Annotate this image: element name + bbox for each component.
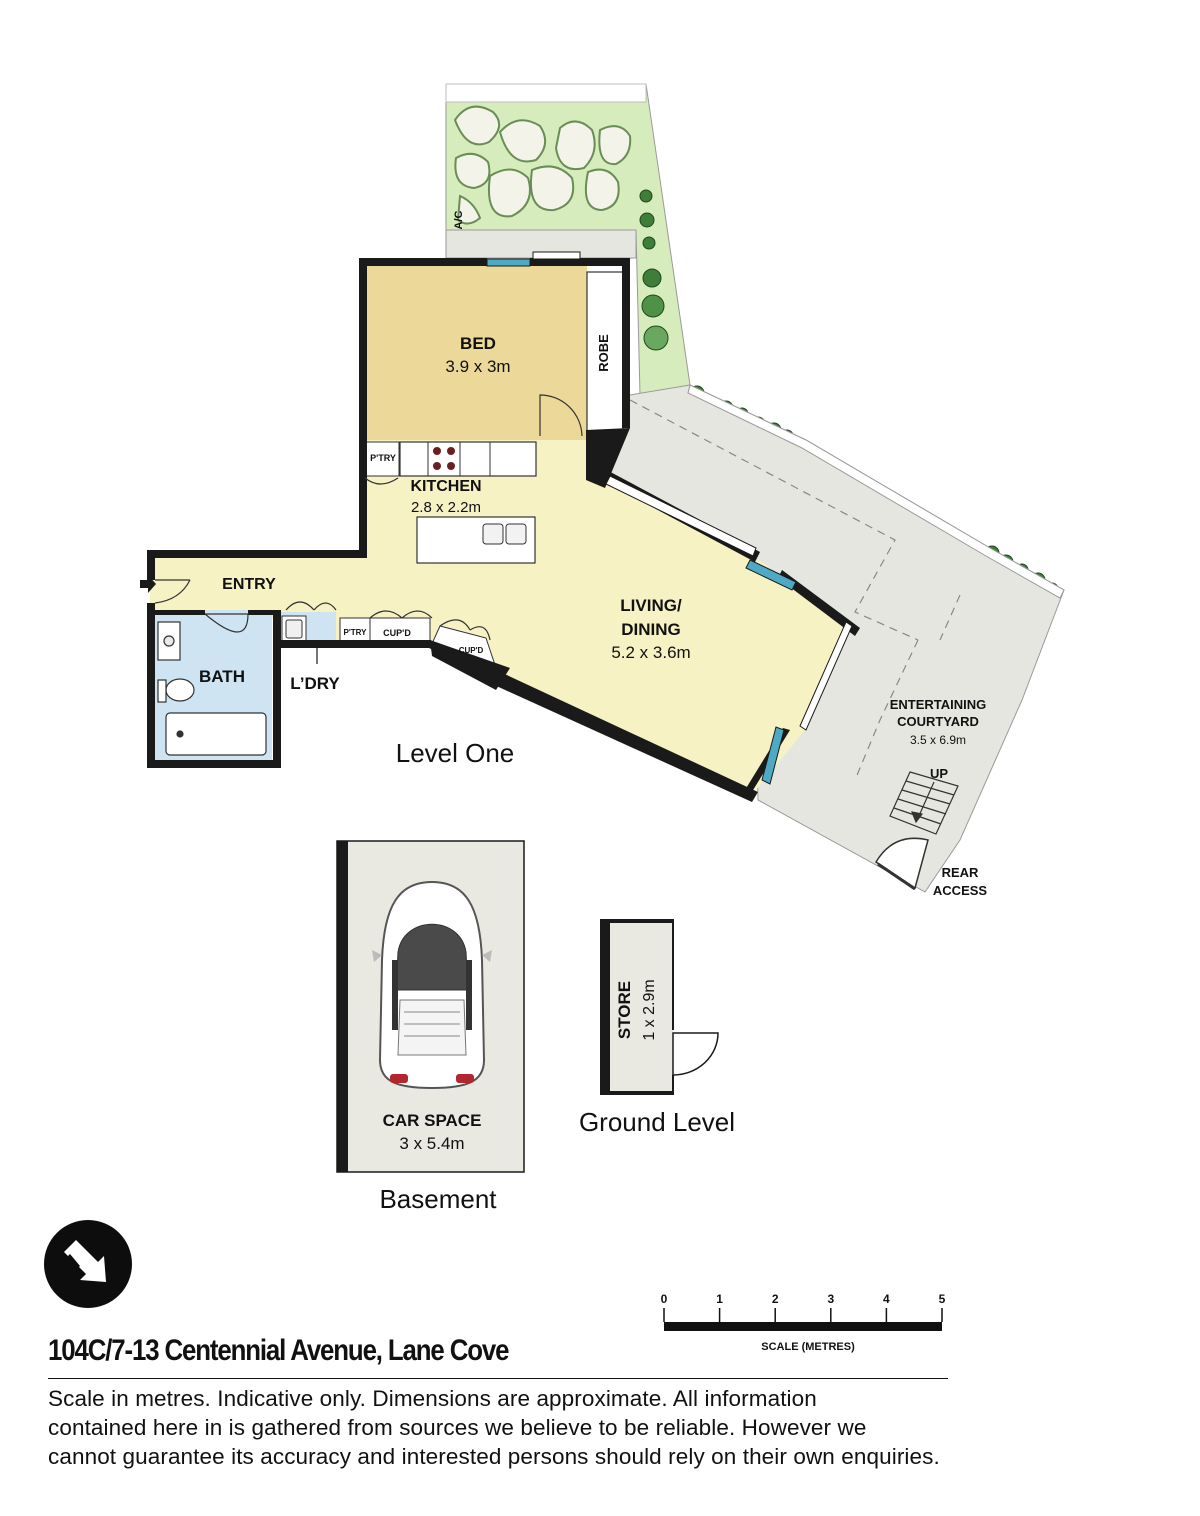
cooktop-icon bbox=[433, 447, 455, 470]
hall-pantry-label: P'TRY bbox=[344, 628, 368, 637]
basement-car-space: CAR SPACE 3 x 5.4m Basement bbox=[336, 840, 525, 1214]
ground-store: STORE 1 x 2.9m Ground Level bbox=[579, 919, 735, 1137]
divider-line bbox=[48, 1378, 948, 1379]
robe-label: ROBE bbox=[596, 334, 611, 372]
living-label-2: DINING bbox=[621, 620, 681, 639]
courtyard-label-1: ENTERTAINING bbox=[890, 697, 987, 712]
scale-tick-label-3: 3 bbox=[827, 1292, 834, 1306]
garden-stepping-stones bbox=[453, 105, 632, 225]
level-one-labels: BED 3.9 x 3m ROBE P'TRY KITCHEN 2.8 x 2.… bbox=[199, 210, 987, 898]
cupboard-2-label: CUP'D bbox=[459, 646, 484, 655]
door-swings bbox=[154, 394, 583, 641]
laundry-tub-icon bbox=[281, 615, 307, 643]
stairs-up-label: UP bbox=[930, 766, 948, 781]
store-dims: 1 x 2.9m bbox=[641, 979, 658, 1040]
bed-label: BED bbox=[460, 334, 496, 353]
bath-fixtures bbox=[157, 621, 267, 756]
disclaimer-text: Scale in metres. Indicative only. Dimens… bbox=[48, 1384, 1048, 1471]
car-space-dims: 3 x 5.4m bbox=[399, 1134, 464, 1153]
ac-label: A/C bbox=[453, 210, 465, 229]
scale-tick-label-5: 5 bbox=[939, 1292, 946, 1306]
rear-access-gate bbox=[874, 837, 929, 891]
courtyard-stairs bbox=[889, 771, 959, 835]
ground-level-title: Ground Level bbox=[579, 1107, 735, 1137]
store-label: STORE bbox=[615, 981, 634, 1039]
garden-area bbox=[445, 83, 1059, 596]
bed-dims: 3.9 x 3m bbox=[445, 357, 510, 376]
scale-tick-label-1: 1 bbox=[716, 1292, 723, 1306]
rear-access-label-1: REAR bbox=[942, 865, 979, 880]
car-space-label: CAR SPACE bbox=[383, 1111, 482, 1130]
bath-label: BATH bbox=[199, 667, 245, 686]
car-icon bbox=[372, 880, 492, 1090]
cupboard-1-label: CUP'D bbox=[383, 628, 411, 638]
courtyard-label-2: COURTYARD bbox=[897, 714, 979, 729]
scale-label: SCALE (METRES) bbox=[761, 1341, 855, 1353]
entry-arrow-icon bbox=[140, 575, 156, 593]
property-address: 104C/7-13 Centennial Avenue, Lane Cove bbox=[48, 1334, 509, 1367]
scale-tick-label-4: 4 bbox=[883, 1292, 890, 1306]
disclaimer-line-1: Scale in metres. Indicative only. Dimens… bbox=[48, 1386, 817, 1411]
scale-tick-label-2: 2 bbox=[772, 1292, 779, 1306]
scale-tick-label-0: 0 bbox=[661, 1292, 668, 1306]
laundry-label: L’DRY bbox=[290, 674, 340, 693]
disclaimer-line-2: contained here in is gathered from sourc… bbox=[48, 1415, 867, 1440]
kitchen-label: KITCHEN bbox=[410, 478, 481, 495]
disclaimer-line-3: cannot guarantee its accuracy and intere… bbox=[48, 1444, 940, 1469]
compass-north-arrow-icon bbox=[44, 1220, 132, 1308]
kitchen-sink-icon bbox=[482, 523, 527, 545]
windows bbox=[486, 258, 797, 785]
courtyard-dims: 3.5 x 6.9m bbox=[910, 733, 966, 747]
kitchen-dims: 2.8 x 2.2m bbox=[411, 499, 481, 516]
living-label-1: LIVING/ bbox=[620, 596, 682, 615]
scale-bar: SCALE (METRES) 0 1 2 3 4 5 bbox=[661, 1292, 946, 1353]
level-one-interior bbox=[150, 264, 852, 795]
sliding-doors bbox=[532, 251, 853, 731]
entry-label: ENTRY bbox=[222, 576, 276, 593]
rear-access-label-2: ACCESS bbox=[933, 883, 988, 898]
kitchen-pantry-label: P'TRY bbox=[370, 453, 396, 463]
level-one-title: Level One bbox=[396, 738, 515, 768]
basement-title: Basement bbox=[379, 1184, 497, 1214]
living-dims: 5.2 x 3.6m bbox=[611, 643, 690, 662]
